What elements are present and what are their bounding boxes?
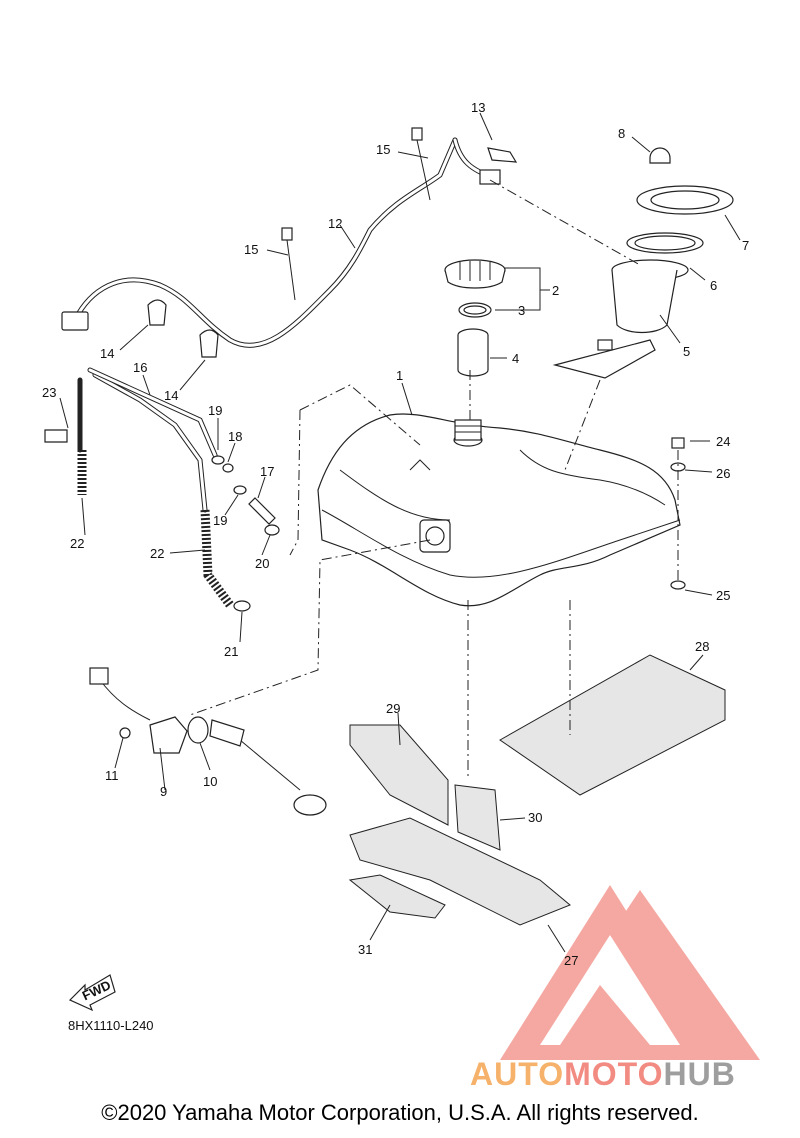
callout-4: 4 xyxy=(512,351,519,366)
part-8-nut xyxy=(649,147,671,164)
copyright-notice: ©2020 Yamaha Motor Corporation, U.S.A. A… xyxy=(101,1100,699,1125)
part-14-clamp xyxy=(147,299,219,358)
callout-6: 6 xyxy=(710,278,717,293)
callout-labels: 1 2 3 4 5 6 7 8 9 10 11 12 13 14 14 15 1… xyxy=(42,100,749,968)
callout-20: 20 xyxy=(255,556,269,571)
callout-7: 7 xyxy=(742,238,749,253)
callout-10: 10 xyxy=(203,774,217,789)
callout-14b: 14 xyxy=(164,388,178,403)
part-12-harness xyxy=(61,137,501,348)
callout-19b: 19 xyxy=(213,513,227,528)
fwd-arrow-icon: FWD xyxy=(68,974,116,1012)
callout-23: 23 xyxy=(42,385,56,400)
callout-3: 3 xyxy=(518,303,525,318)
callout-22b: 22 xyxy=(150,546,164,561)
part-31-protector xyxy=(348,874,446,919)
diagram-code: 8HX1110-L240 xyxy=(68,1018,154,1033)
part-13-bracket xyxy=(487,147,518,163)
automotohub-logo xyxy=(500,885,760,1060)
part-4-filter xyxy=(457,328,489,377)
callout-28: 28 xyxy=(695,639,709,654)
callout-27: 27 xyxy=(564,953,578,968)
callout-24: 24 xyxy=(716,434,730,449)
callout-12: 12 xyxy=(328,216,342,231)
automotohub-wordmark: AUTOMOTOHUB xyxy=(470,1056,736,1093)
callout-2: 2 xyxy=(552,283,559,298)
part-5-fuel-pump xyxy=(552,259,689,379)
callout-17: 17 xyxy=(260,464,274,479)
part-27-protector xyxy=(349,817,571,926)
brand-moto: MOTO xyxy=(564,1056,664,1092)
part-9-sender xyxy=(89,667,327,816)
callout-8: 8 xyxy=(618,126,625,141)
callout-5: 5 xyxy=(683,344,690,359)
callout-29: 29 xyxy=(386,701,400,716)
callout-9: 9 xyxy=(160,784,167,799)
parts-17-21-fittings xyxy=(211,455,280,612)
callout-15b: 15 xyxy=(376,142,390,157)
callout-14a: 14 xyxy=(100,346,114,361)
callout-21: 21 xyxy=(224,644,238,659)
callout-22a: 22 xyxy=(70,536,84,551)
callout-15a: 15 xyxy=(244,242,258,257)
callout-18: 18 xyxy=(228,429,242,444)
part-11-screw xyxy=(119,727,131,739)
leader-lines xyxy=(59,112,741,953)
callout-30: 30 xyxy=(528,810,542,825)
callout-13: 13 xyxy=(471,100,485,115)
part-7-plate xyxy=(636,185,734,215)
brand-hub: HUB xyxy=(663,1056,736,1092)
part-3-gasket xyxy=(458,302,492,318)
part-1-fuel-tank xyxy=(317,413,681,607)
callout-11: 11 xyxy=(105,768,119,783)
part-28-protector xyxy=(499,654,726,796)
part-16-hose xyxy=(44,367,234,608)
callout-31: 31 xyxy=(358,942,372,957)
part-30-protector xyxy=(454,784,501,851)
callout-26: 26 xyxy=(716,466,730,481)
assembly-lines xyxy=(189,179,679,780)
part-10-gasket xyxy=(187,716,209,744)
part-29-protector xyxy=(349,724,449,826)
callout-1: 1 xyxy=(396,368,403,383)
part-15-tie xyxy=(281,127,431,301)
callout-25: 25 xyxy=(716,588,730,603)
part-6-gasket xyxy=(626,232,704,254)
brand-auto: AUTO xyxy=(470,1056,565,1092)
part-2-fuel-cap xyxy=(444,259,506,289)
callout-16: 16 xyxy=(133,360,147,375)
callout-19a: 19 xyxy=(208,403,222,418)
